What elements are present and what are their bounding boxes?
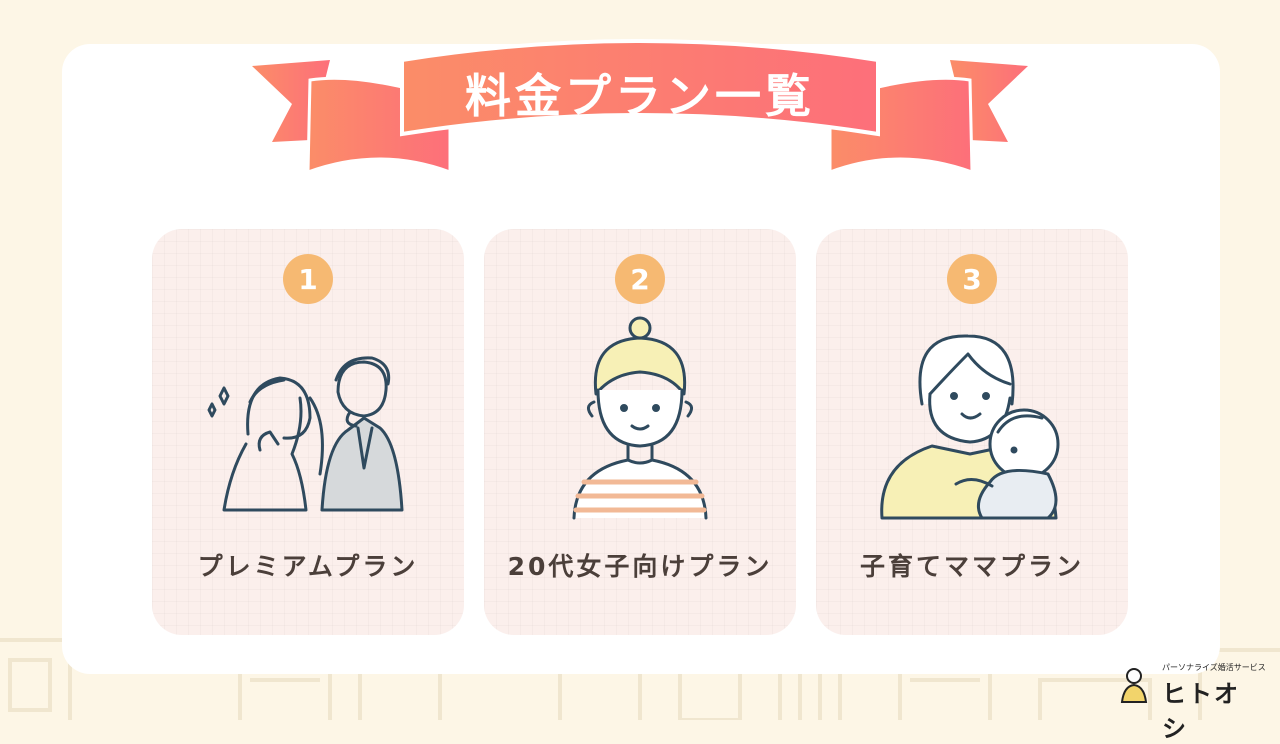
person-logo-icon (1120, 668, 1148, 703)
plan-card-parenting-mom[interactable]: 3 子育てママプラン (816, 229, 1128, 635)
logo-subtitle: パーソナライズ婚活サービス (1162, 663, 1266, 672)
plan-number-badge: 2 (615, 254, 665, 304)
wedding-couple-illustration (207, 356, 404, 512)
logo-wordmark: ヒトオシ (1162, 680, 1240, 743)
plan-card-20s-women[interactable]: 2 20代女子向けプラン (484, 229, 796, 635)
title-ribbon (252, 39, 1028, 175)
plan-label: 子育てママプラン (859, 552, 1084, 581)
plan-number-badge: 3 (947, 254, 997, 304)
young-woman-illustration (572, 316, 708, 520)
brand-logo[interactable]: パーソナライズ婚活サービス ヒトオシ (1112, 662, 1266, 743)
plan-label: プレミアムプラン (197, 552, 419, 581)
plan-label: 20代女子向けプラン (507, 552, 773, 581)
plan-card-premium[interactable]: 1 プレミアムプラン (152, 229, 464, 635)
mother-with-baby-illustration (880, 334, 1060, 520)
page-title: 料金プラン一覧 (465, 69, 815, 123)
plan-number-badge: 1 (283, 254, 333, 304)
